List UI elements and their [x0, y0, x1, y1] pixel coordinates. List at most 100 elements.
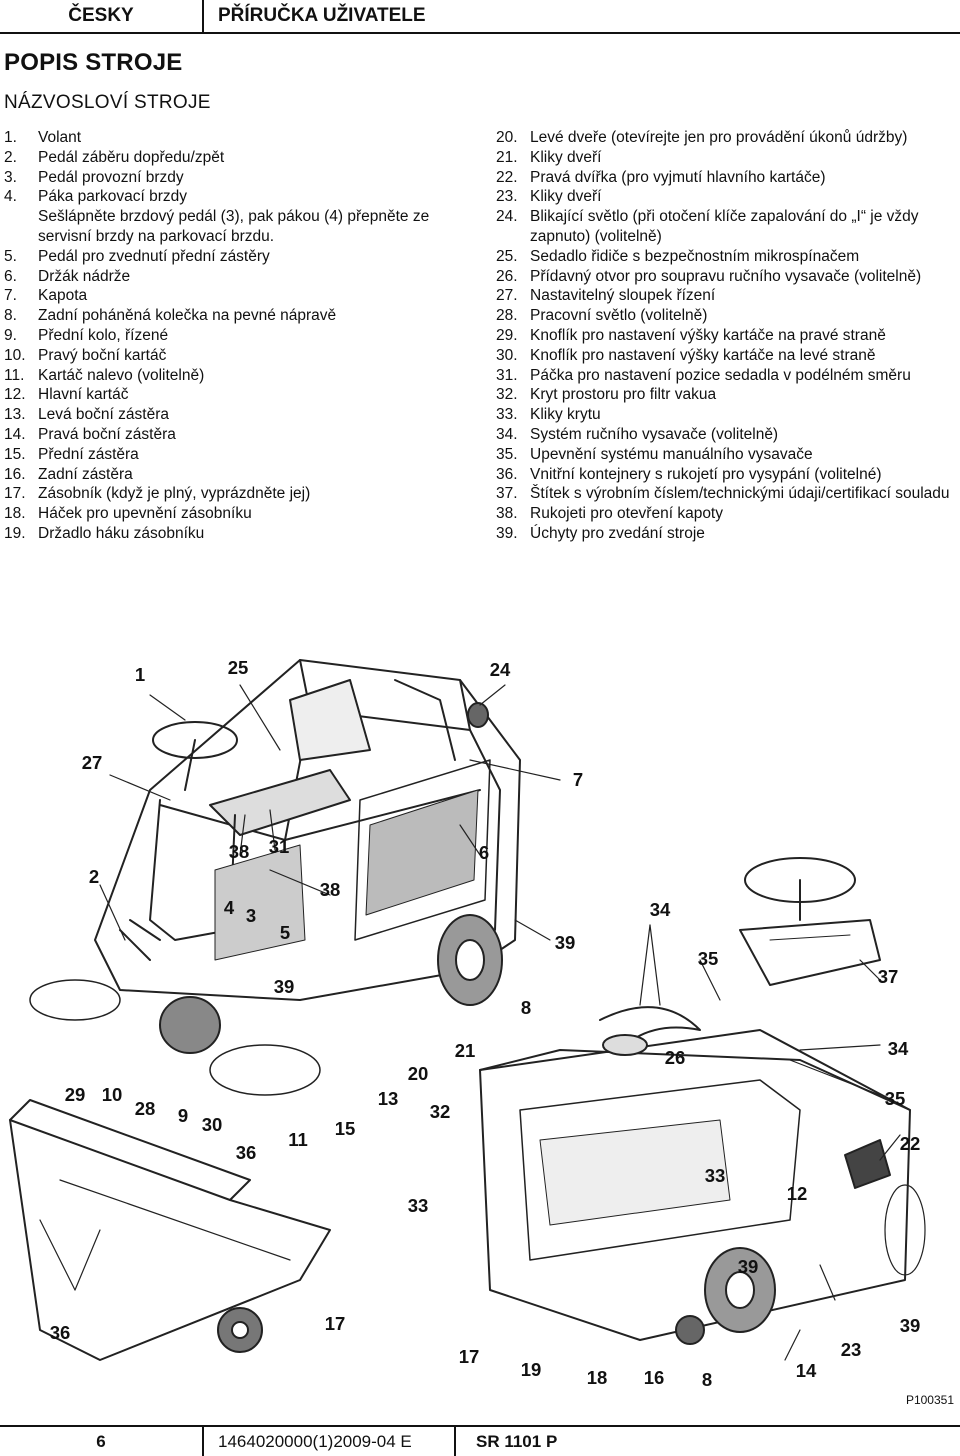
item-text: Přídavný otvor pro soupravu ručního vysa…	[530, 267, 922, 285]
callout-number: 12	[786, 1183, 808, 1204]
item-number: 18.	[4, 505, 26, 523]
callout-number: 17	[458, 1346, 480, 1367]
item-text: Rukojeti pro otevření kapoty	[530, 505, 723, 523]
callout-number: 28	[134, 1098, 156, 1119]
page-header: ČESKY PŘÍRUČKA UŽIVATELE	[0, 0, 960, 34]
callout-number: 1	[134, 664, 146, 685]
item-text: Pravá dvířka (pro vyjmutí hlavního kartá…	[530, 168, 826, 186]
item-text: Páčka pro nastavení pozice sedadla v pod…	[530, 366, 911, 384]
callout-number: 34	[649, 899, 671, 920]
item-number: 22.	[496, 168, 518, 186]
item-number: 6.	[4, 267, 17, 285]
list-item: 22. Pravá dvířka (pro vyjmutí hlavního ka…	[496, 168, 958, 188]
callout-number: 17	[324, 1313, 346, 1334]
item-number: 4.	[4, 188, 17, 206]
list-item: 27.Nastavitelný sloupek řízení	[496, 286, 958, 306]
item-text: Vnitřní kontejnery s rukojetí pro vysypá…	[530, 465, 882, 483]
item-number: 29.	[496, 326, 518, 344]
callout-number: 6	[478, 842, 490, 863]
item-text: Nastavitelný sloupek řízení	[530, 287, 716, 305]
list-item: 36.Vnitřní kontejnery s rukojetí pro vys…	[496, 465, 958, 485]
item-number: 20.	[496, 129, 518, 146]
list-item: 1.Volant	[4, 128, 474, 148]
list-item: 20.Levé dveře (otevírejte jen pro provád…	[496, 128, 958, 148]
item-text: Kliky dveří	[530, 148, 602, 166]
item-number: 11.	[4, 366, 25, 384]
item-number: 39.	[496, 524, 518, 542]
callout-number: 32	[429, 1101, 451, 1122]
list-item: 33.Kliky krytu	[496, 405, 958, 425]
list-item: 8.Zadní poháněná kolečka na pevné náprav…	[4, 306, 474, 326]
callout-number: 24	[489, 659, 511, 680]
callout-number: 30	[201, 1114, 223, 1135]
callout-number: 27	[81, 752, 103, 773]
item-text: Pedál provozní brzdy	[38, 168, 184, 186]
list-item: 2.Pedál záběru dopředu/zpět	[4, 148, 474, 168]
item-number: 32.	[496, 386, 518, 404]
item-number: 30.	[496, 346, 518, 364]
list-item: 13.Levá boční zástěra	[4, 405, 474, 425]
item-text: Kliky dveří	[530, 188, 602, 206]
list-item: 30. Knoflík pro nastavení výšky kartáče n…	[496, 346, 958, 366]
list-item: 9. Přední kolo, řízené	[4, 326, 474, 346]
callout-number: 34	[887, 1038, 909, 1059]
hopper-view	[9, 1099, 331, 1361]
list-item: 28.Pracovní světlo (volitelně)	[496, 306, 958, 326]
item-number: 25.	[496, 247, 518, 265]
list-item: 24.Blikající světlo (při otočení klíče z…	[496, 207, 958, 247]
list-item: 21.Kliky dveří	[496, 148, 958, 168]
callout-number: 16	[643, 1367, 665, 1388]
list-item: 15.Přední zástěra	[4, 445, 474, 465]
item-number: 5.	[4, 247, 17, 265]
callout-number: 38	[319, 879, 341, 900]
list-item: 39. Úchyty pro zvedání stroje	[496, 524, 958, 544]
item-number: 34.	[496, 425, 518, 443]
item-text: Pravá boční zástěra	[38, 425, 176, 443]
item-text: Knoflík pro nastavení výšky kartáče na p…	[530, 326, 886, 344]
item-number: 10.	[4, 346, 26, 364]
list-item: 32.Kryt prostoru pro filtr vakua	[496, 385, 958, 405]
item-number: 12.	[4, 386, 26, 404]
callout-number: 7	[572, 769, 584, 790]
callout-number: 35	[697, 948, 719, 969]
item-number: 15.	[4, 445, 26, 463]
item-text: Úchyty pro zvedání stroje	[530, 524, 705, 542]
item-text: Štítek s výrobním číslem/technickými úda…	[530, 485, 950, 503]
item-number: 9.	[4, 326, 17, 344]
callout-number: 39	[899, 1315, 921, 1336]
callout-number: 15	[334, 1118, 356, 1139]
callout-number: 39	[273, 976, 295, 997]
callout-number: 8	[520, 997, 532, 1018]
list-item: 37.Štítek s výrobním číslem/technickými …	[496, 484, 958, 504]
item-number: 2.	[4, 148, 17, 166]
manual-title: PŘÍRUČKA UŽIVATELE	[218, 5, 426, 26]
item-text: Pedál pro zvednutí přední zástěry	[38, 247, 270, 265]
callout-number: 19	[520, 1359, 542, 1380]
item-text: Knoflík pro nastavení výšky kartáče na l…	[530, 346, 876, 364]
callout-number: 18	[586, 1367, 608, 1388]
callout-number: 26	[664, 1047, 686, 1068]
callout-number: 21	[454, 1040, 476, 1061]
section-title: POPIS STROJE	[4, 49, 183, 76]
callout-number: 20	[407, 1063, 429, 1084]
list-item: 7.Kapota	[4, 286, 474, 306]
callout-number: 31	[268, 836, 290, 857]
item-number: 23.	[496, 188, 518, 206]
callout-number: 11	[288, 1129, 308, 1150]
item-number: 17.	[4, 485, 26, 503]
leader-lines	[39, 684, 901, 1361]
list-item: 14.Pravá boční zástěra	[4, 425, 474, 445]
callout-number: 33	[407, 1195, 429, 1216]
page-footer: 6 1464020000(1)2009-04 E SR 1101 P	[0, 1425, 960, 1456]
list-item: 18.Háček pro upevnění zásobníku	[4, 504, 474, 524]
document-code: 1464020000(1)2009-04 E	[218, 1427, 456, 1456]
item-number: 8.	[4, 307, 17, 325]
figure-code: P100351	[905, 1393, 954, 1407]
callout-number: 35	[884, 1088, 906, 1109]
callout-number: 13	[377, 1088, 399, 1109]
callout-number: 36	[49, 1322, 71, 1343]
item-text: Přední kolo, řízené	[38, 326, 169, 344]
item-text: Zadní zástěra	[38, 465, 133, 483]
